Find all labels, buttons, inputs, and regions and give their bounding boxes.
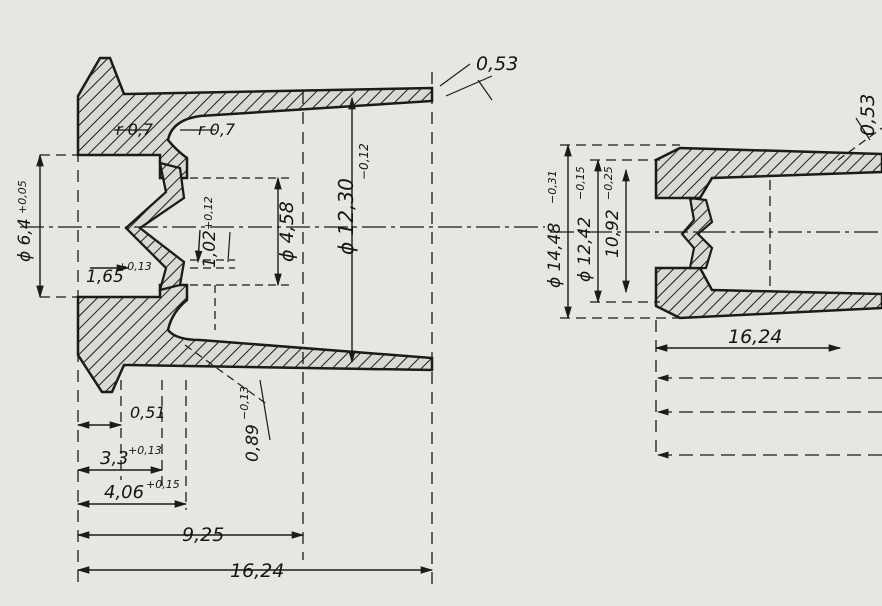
label-d-089: 0,89: [243, 424, 263, 462]
label-dia-64: ϕ 6,4: [15, 218, 35, 262]
label-h-102-tol: +0,12: [202, 196, 215, 230]
label-h-102: 1,02: [200, 230, 220, 268]
label-d-33: 3,3: [100, 448, 129, 469]
label-dia-1448: ϕ 14,48: [545, 223, 565, 288]
label-d-089-tol: −0,13: [238, 386, 251, 420]
right-upper-wall: [654, 146, 882, 200]
label-dia-458: ϕ 4,58: [276, 201, 298, 262]
label-d-406: 4,06: [104, 482, 144, 503]
label-w-165-tol: +0,13: [118, 260, 152, 273]
label-radius-outer: r 0,7: [116, 120, 154, 139]
right-section-view: 0,53 ϕ 14,48 −0,31 ϕ 12,42 −0,15 10,92 −…: [545, 94, 882, 460]
label-dia-1448-tol: −0,31: [546, 170, 559, 204]
label-w-165: 1,65: [86, 267, 124, 287]
label-d-1624-right: 16,24: [728, 326, 782, 348]
label-d-33-tol: +0,13: [128, 444, 162, 457]
label-d-1092-tol: −0,25: [602, 166, 615, 200]
left-lower-wall: [76, 283, 434, 394]
label-d-406-tol: +0,15: [146, 478, 180, 491]
label-dia-1242-tol: −0,15: [574, 166, 587, 200]
label-d-051: 0,51: [130, 403, 166, 422]
label-dia-1230: ϕ 12,30: [334, 178, 358, 255]
label-radius-inner: r 0,7: [198, 120, 236, 139]
label-dia-1230-tol: −0,12: [357, 143, 371, 180]
label-d-925: 9,25: [182, 524, 224, 546]
label-surface-angle-left: 0,53: [476, 53, 518, 75]
right-inner-vane: [680, 196, 714, 270]
label-dia-64-tol: +0,05: [16, 180, 29, 214]
label-d-1092: 10,92: [603, 209, 623, 258]
label-surface-angle-right: 0,53: [857, 94, 879, 136]
label-dia-1242: ϕ 12,42: [575, 217, 595, 282]
left-inner-vane: [124, 161, 186, 292]
left-upper-wall: [76, 56, 434, 180]
left-section-view: 0,53 r 0,7 r 0,7 ϕ 6,4 +0,05 ϕ 4,58 ϕ 12…: [15, 53, 545, 585]
right-lower-wall: [654, 266, 882, 320]
label-d-1624-left: 16,24: [230, 560, 284, 582]
